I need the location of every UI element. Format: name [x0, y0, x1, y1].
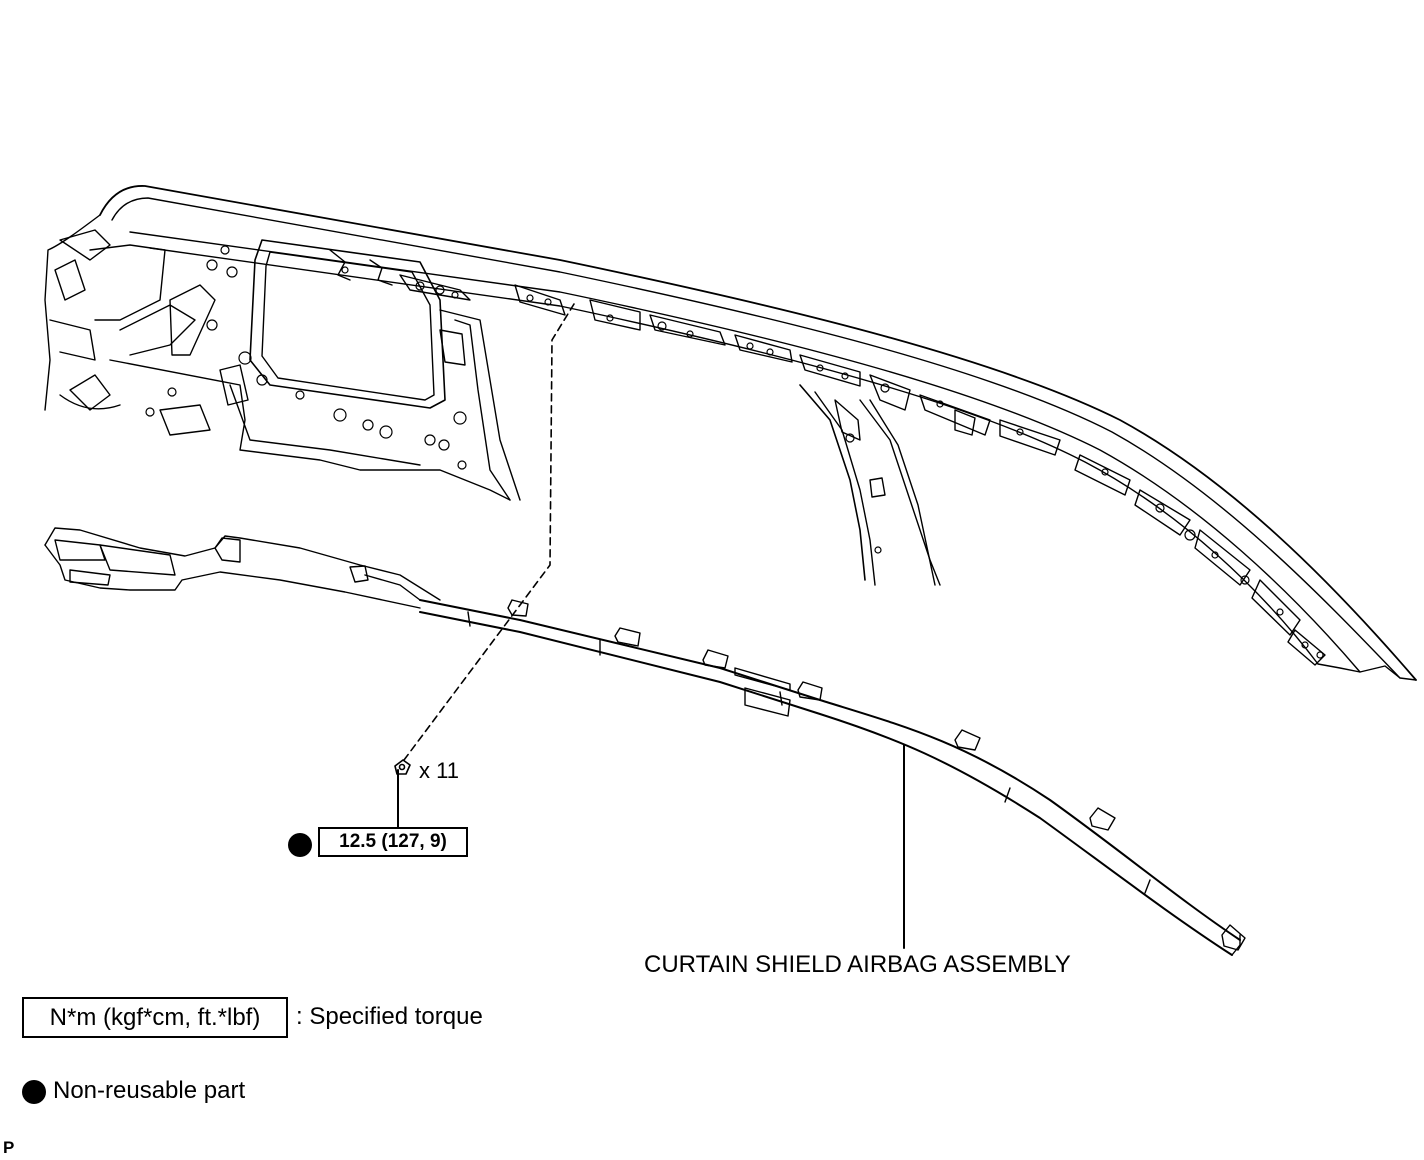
- torque-value-box: 12.5 (127, 9): [318, 827, 468, 857]
- part-name-label: CURTAIN SHIELD AIRBAG ASSEMBLY: [644, 951, 1071, 978]
- fastener-quantity-label: x 11: [419, 758, 459, 783]
- vehicle-body-frame: [44, 185, 1417, 681]
- corner-code: P: [3, 1138, 15, 1157]
- non-reusable-dot-icon: [288, 833, 312, 857]
- torque-value: 12.5 (127, 9): [339, 831, 447, 852]
- legend-torque-box: N*m (kgf*cm, ft.*lbf): [22, 997, 288, 1038]
- legend-torque-description: : Specified torque: [296, 1003, 483, 1030]
- curtain-airbag-assembly: [44, 527, 1246, 956]
- legend-dot-icon: [22, 1080, 46, 1104]
- leader-lines: [397, 303, 905, 949]
- clip-fastener-icon: [394, 759, 411, 775]
- legend-torque-units: N*m (kgf*cm, ft.*lbf): [49, 1003, 261, 1031]
- legend-nonreusable-description: Non-reusable part: [53, 1077, 246, 1104]
